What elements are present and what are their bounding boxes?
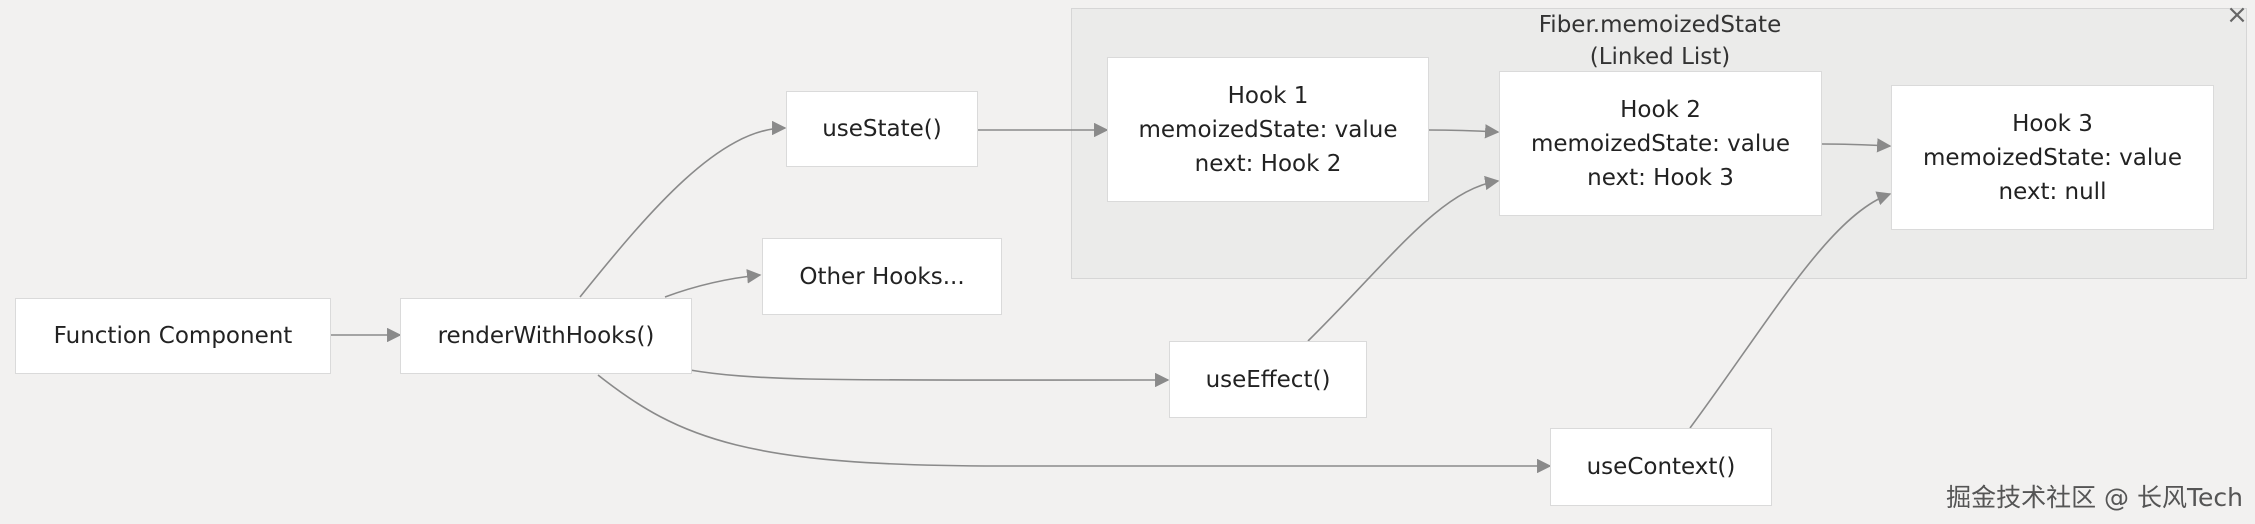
hook2-next: next: Hook 3 (1587, 164, 1734, 191)
render-with-hooks-label: renderWithHooks() (437, 323, 655, 349)
hook3-node[interactable]: Hook 3 memoizedState: value next: null (1891, 85, 2214, 230)
render-with-hooks-node[interactable]: renderWithHooks() (400, 298, 692, 374)
edge-render-to-use-effect (689, 369, 1170, 388)
use-state-label: useState() (822, 116, 942, 142)
edge-use-context-to-hook3 (1689, 191, 1892, 429)
cluster-title: Fiber.memoizedState (Linked List) (1420, 9, 1900, 73)
use-effect-label: useEffect() (1205, 366, 1331, 393)
edge-hook2-to-hook3 (1821, 138, 1892, 153)
hook3-state: memoizedState: value (1922, 144, 2182, 171)
hook1-next: next: Hook 2 (1194, 150, 1342, 177)
edge-hook1-to-hook2 (1427, 124, 1500, 139)
hook1-node[interactable]: Hook 1 memoizedState: value next: Hook 2 (1107, 57, 1429, 202)
hook1-title: Hook 1 (1227, 82, 1309, 109)
hook1-state: memoizedState: value (1138, 116, 1398, 143)
function-component-node[interactable]: Function Component (15, 298, 331, 374)
use-state-node[interactable]: useState() (786, 91, 978, 167)
edge-render-to-use-state (579, 120, 787, 298)
function-component-label: Function Component (53, 323, 293, 349)
edge-render-to-other-hooks (664, 269, 762, 298)
hook3-next: next: null (1998, 178, 2107, 205)
other-hooks-label: Other Hooks... (799, 263, 965, 290)
use-context-node[interactable]: useContext() (1550, 428, 1772, 506)
cluster-title-line1: Fiber.memoizedState (1538, 12, 1782, 38)
watermark: 掘金技术社区 @ 长风Tech (1946, 483, 2243, 512)
edge-use-effect-to-hook2 (1307, 175, 1500, 342)
hook3-title: Hook 3 (2012, 110, 2093, 137)
cluster-title-line2: (Linked List) (1589, 44, 1731, 70)
hook2-node[interactable]: Hook 2 memoizedState: value next: Hook 3 (1499, 71, 1822, 216)
edge-render-to-use-context (597, 374, 1552, 474)
use-context-label: useContext() (1586, 454, 1736, 480)
use-effect-node[interactable]: useEffect() (1169, 341, 1367, 418)
close-icon[interactable]: × (2226, 0, 2248, 30)
hook2-title: Hook 2 (1620, 96, 1701, 123)
other-hooks-node[interactable]: Other Hooks... (762, 238, 1002, 315)
hook2-state: memoizedState: value (1530, 130, 1790, 157)
